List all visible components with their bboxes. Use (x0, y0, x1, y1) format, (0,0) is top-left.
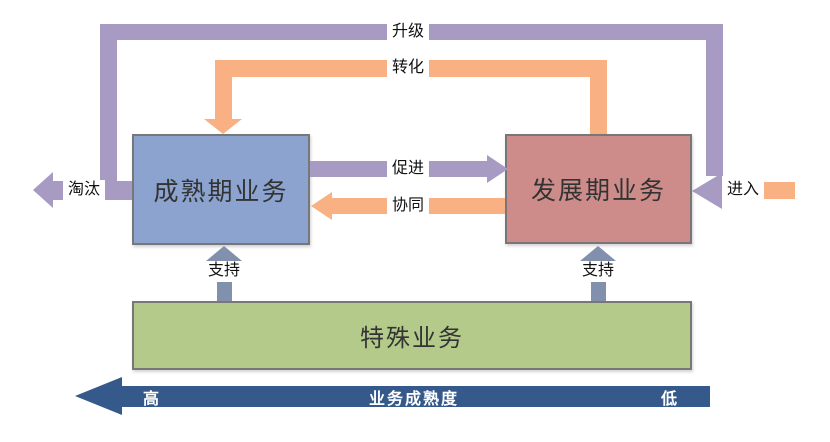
maturity-axis-bar (122, 386, 710, 407)
developing-business-label: 发展期业务 (530, 177, 666, 205)
promote-label: 促进 (386, 159, 430, 179)
upgrade-arrow-right-segment (706, 24, 723, 176)
support-left-stub (217, 282, 232, 301)
upgrade-arrow-left-segment (100, 24, 117, 200)
developing-business-box: 发展期业务 (505, 134, 692, 244)
axis-title-label: 业务成熟度 (368, 391, 460, 408)
eliminate-arrowhead-icon (33, 172, 53, 208)
enter-label: 进入 (721, 180, 765, 200)
transform-label: 转化 (386, 58, 430, 78)
support-right-arrowhead-icon (580, 246, 616, 261)
special-business-box: 特殊业务 (132, 301, 692, 370)
special-business-label: 特殊业务 (360, 325, 464, 352)
synergy-arrowhead-icon (311, 192, 332, 220)
transform-arrowhead-icon (204, 119, 242, 134)
mature-business-label: 成熟期业务 (153, 177, 289, 206)
maturity-axis-arrowhead-icon (75, 377, 122, 415)
axis-high-label: 高 (142, 391, 162, 408)
upgrade-arrowhead-icon (692, 173, 722, 209)
support-right-stub (591, 282, 606, 301)
promote-arrowhead-icon (487, 155, 508, 183)
support-right-label: 支持 (576, 261, 620, 281)
upgrade-label: 升级 (386, 22, 430, 42)
axis-low-label: 低 (660, 391, 680, 408)
eliminate-label: 淘汰 (62, 180, 106, 200)
mature-business-box: 成熟期业务 (132, 134, 310, 245)
support-left-label: 支持 (202, 261, 246, 281)
support-left-arrowhead-icon (206, 246, 242, 261)
transform-arrow-left-segment (215, 60, 232, 120)
transform-arrow-right-segment (590, 60, 607, 135)
synergy-label: 协同 (386, 196, 430, 216)
